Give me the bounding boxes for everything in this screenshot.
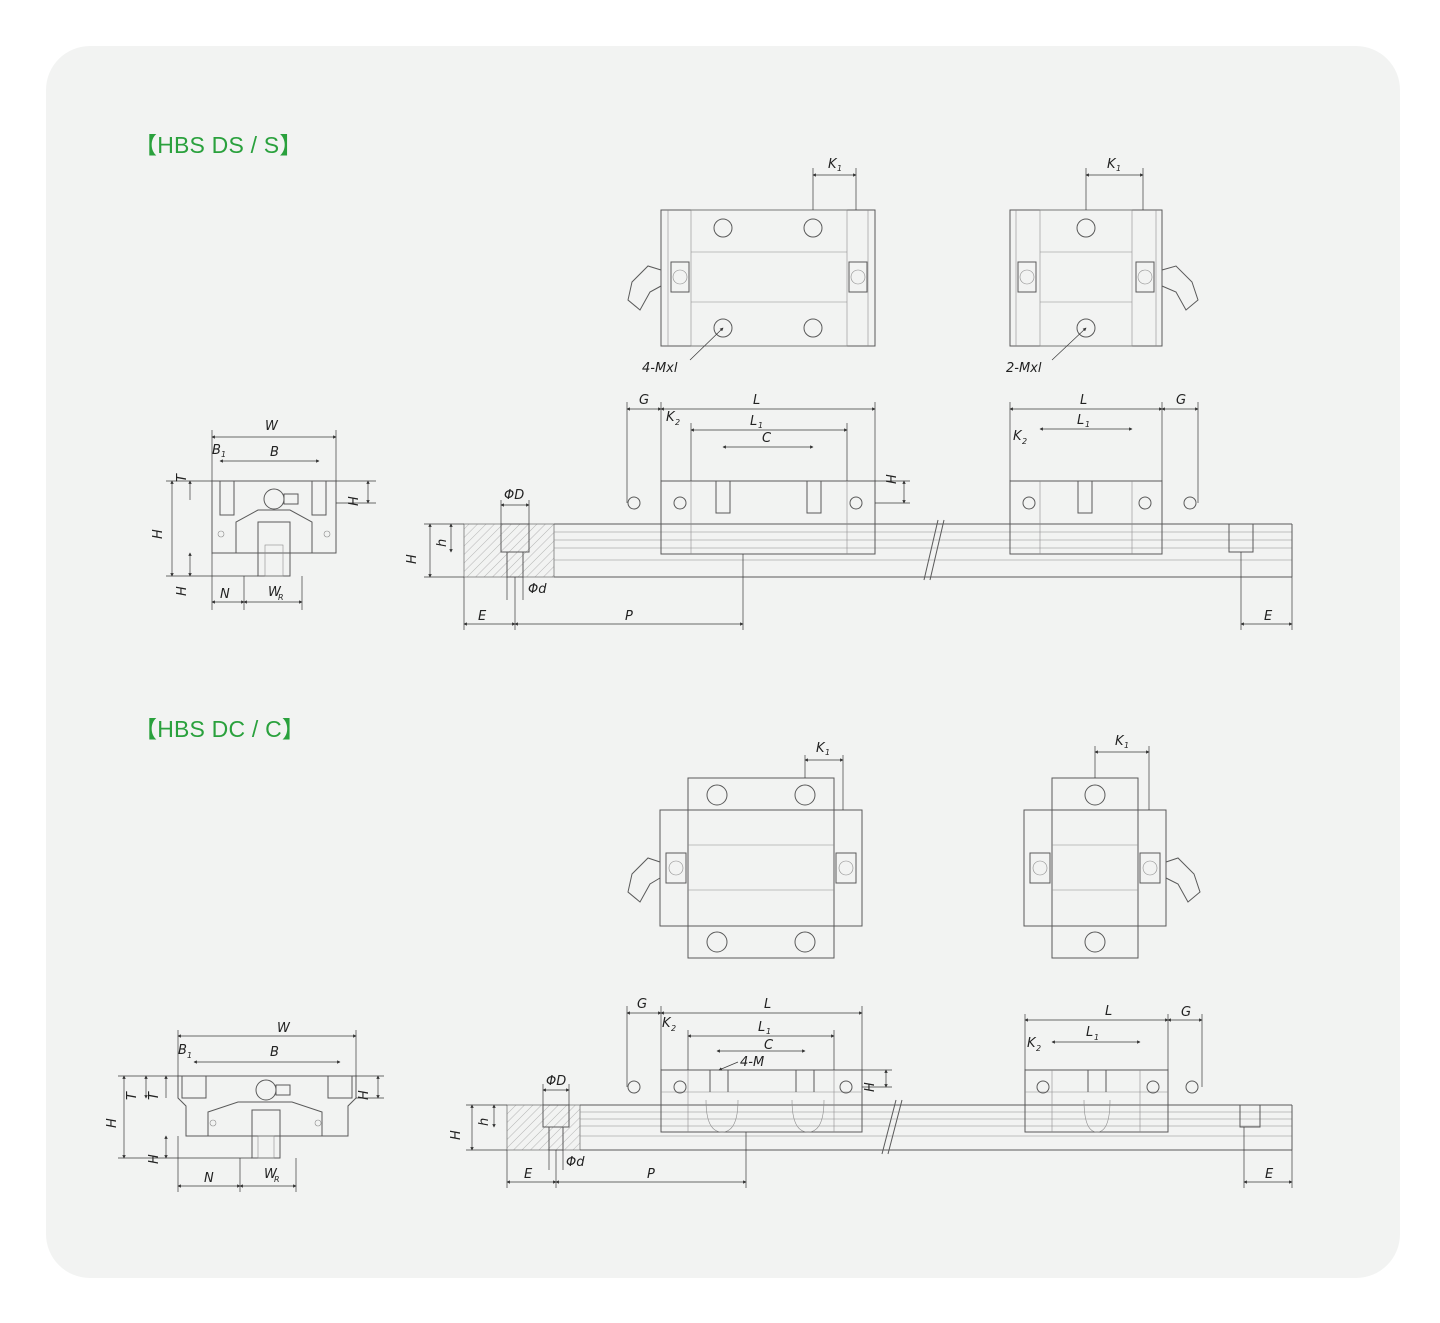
dim-p-dc-label: P (647, 1167, 655, 1182)
dim-b1-dc-sub: 1 (187, 1051, 192, 1060)
dim-b1-label: B (212, 443, 221, 458)
dim-l-right-label: L (1080, 393, 1087, 408)
dim-e-label: E (478, 609, 487, 624)
dim-k2-right-sub: 2 (1022, 437, 1027, 446)
dim-l1-right-sub: 1 (1085, 420, 1090, 429)
dim-e-right-label: E (1264, 609, 1273, 624)
dim-k2-right-label: K (1013, 429, 1023, 444)
dim-wr-sub: R (278, 593, 284, 602)
hole-callout-2mxl: 2-Mxl (1006, 361, 1042, 376)
dim-h-small-label: h (435, 539, 450, 547)
dim-phid-small-label: Φd (528, 582, 547, 597)
dim-phid-big-label: ΦD (504, 488, 524, 503)
dim-k1-right-label: K (1107, 157, 1117, 172)
side-view-dc (506, 1069, 1293, 1155)
dim-k1-dc-right-label: K (1115, 734, 1125, 749)
dim-b-dc-label: B (270, 1045, 279, 1060)
top-view-dc-left (627, 777, 863, 959)
dim-k1-dc-sub: 1 (825, 748, 830, 757)
dim-g-label: G (639, 393, 649, 408)
dim-h-label: H (151, 529, 166, 539)
dim-b1-sub: 1 (221, 450, 226, 459)
end-view-dc (177, 1075, 357, 1159)
dim-k2-dc-label: K (662, 1016, 672, 1031)
dim-hr-label: H (405, 554, 420, 564)
dim-l1-dc-sub: 1 (766, 1027, 771, 1036)
dim-e-dc-right-label: E (1265, 1167, 1274, 1182)
dim-l1-sub: 1 (758, 421, 763, 430)
dim-c-dc-label: C (764, 1038, 774, 1053)
dim-l1-dc-right-sub: 1 (1094, 1033, 1099, 1042)
dim-e-dc-label: E (524, 1167, 533, 1182)
dim-n-label: N (220, 587, 230, 602)
dim-g-dc-label: G (637, 997, 647, 1012)
dim-h1-dc-label: H (147, 1154, 162, 1164)
dim-phid-dc-small-label: Φd (566, 1155, 585, 1170)
dim-h3-label: H (885, 474, 900, 484)
dim-w-label: W (265, 419, 279, 434)
top-view-dc-right (1023, 777, 1201, 959)
drawing-panel (46, 46, 1400, 1278)
dim-k2-label: K (666, 410, 676, 425)
dim-p-label: P (625, 609, 633, 624)
dim-k1-sub: 1 (837, 164, 842, 173)
dim-hr-dc-label: H (449, 1130, 464, 1140)
dim-h2-label: H (347, 496, 362, 506)
dim-w-dc-label: W (277, 1021, 291, 1036)
dim-phid-dc-big-label: ΦD (546, 1074, 566, 1089)
dim-b-label: B (270, 445, 279, 460)
section-title-ds-s: 【HBS DS / S】 (134, 132, 303, 158)
dim-k1-dc-label: K (816, 741, 826, 756)
dim-wr-dc-sub: R (274, 1175, 280, 1184)
dim-b1-dc-label: B (178, 1043, 187, 1058)
dim-k2-dc-right-sub: 2 (1036, 1044, 1041, 1053)
dim-l1-dc-label: L (758, 1020, 765, 1035)
dim-l1-dc-right-label: L (1086, 1025, 1093, 1040)
dim-l1-label: L (750, 414, 757, 429)
top-view-ds-left (627, 209, 876, 347)
dim-h3-dc-label: H (863, 1082, 878, 1092)
dim-h-dc-label: H (105, 1118, 120, 1128)
tap-callout-4m: 4-M (740, 1055, 764, 1070)
dim-h1-label: H (175, 586, 190, 596)
end-view-ds (211, 480, 337, 577)
dim-k2-dc-right-label: K (1027, 1036, 1037, 1051)
dim-t-dc-label: T (147, 1091, 162, 1100)
dim-t1-dc-label: T (125, 1091, 140, 1100)
dim-g-right-label: G (1176, 393, 1186, 408)
dim-k2-sub: 2 (675, 418, 680, 427)
dim-k1-right-sub: 1 (1116, 164, 1121, 173)
dim-k1-label: K (828, 157, 838, 172)
dim-h2-dc-label: H (357, 1090, 372, 1100)
dim-l-dc-right-label: L (1105, 1004, 1112, 1019)
side-view-ds (463, 480, 1293, 581)
dim-n-dc-label: N (204, 1171, 214, 1186)
dim-wr-label: W (268, 585, 282, 600)
dim-l-label: L (753, 393, 760, 408)
dim-g-dc-right-label: G (1181, 1005, 1191, 1020)
dim-wr-dc-label: W (264, 1167, 278, 1182)
hole-callout-4mxl: 4-Mxl (642, 361, 678, 376)
top-view-ds-right (1009, 209, 1199, 347)
dim-l1-right-label: L (1077, 413, 1084, 428)
dim-c-label: C (762, 431, 772, 446)
dim-t-label: T (175, 473, 190, 482)
section-title-dc-c: 【HBS DC / C】 (134, 716, 306, 742)
dim-h-small-dc-label: h (477, 1118, 492, 1126)
dim-k2-dc-sub: 2 (671, 1024, 676, 1033)
dim-k1-dc-right-sub: 1 (1124, 741, 1129, 750)
dim-l-dc-label: L (764, 997, 771, 1012)
